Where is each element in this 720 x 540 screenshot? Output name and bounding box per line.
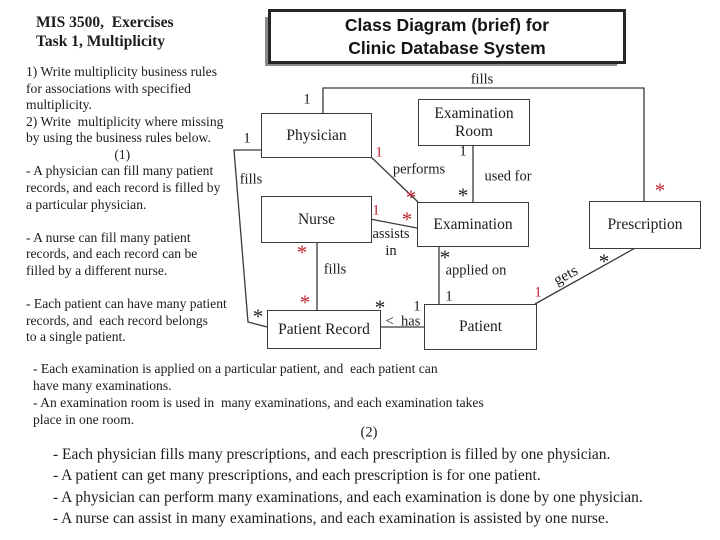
node-patient-record: Patient Record bbox=[267, 310, 381, 349]
mult-prescription-gets: * bbox=[598, 249, 610, 274]
edge-label-assists-in: assists in bbox=[372, 226, 410, 259]
mult-examroom-usedfor: 1 bbox=[459, 143, 467, 160]
edge-physician-examination-performs bbox=[369, 155, 419, 203]
mult-physician-performs: 1 bbox=[375, 144, 383, 161]
edge-label-applied-on: applied on bbox=[445, 262, 507, 279]
section-label-2: (2) bbox=[360, 424, 378, 441]
node-physician: Physician bbox=[261, 113, 372, 158]
slide-title-box: Class Diagram (brief) for Clinic Databas… bbox=[268, 9, 626, 64]
mult-nurse-fills: * bbox=[296, 240, 308, 265]
mult-patientrecord-has: * bbox=[374, 295, 386, 320]
edge-physician-prescription-fills bbox=[322, 87, 645, 201]
mid-rules-text: - Each examination is applied on a parti… bbox=[33, 361, 484, 427]
mult-prescription-fills-top: * bbox=[654, 178, 666, 203]
mult-patientrecord-fills-left: * bbox=[252, 304, 264, 329]
mult-patient-has: 1 bbox=[413, 298, 421, 315]
edge-prescription-patient-gets bbox=[534, 246, 638, 305]
mult-physician-fills-left: 1 bbox=[243, 130, 251, 147]
edge-label-used-for: used for bbox=[484, 168, 532, 185]
mult-physician-fills-top: 1 bbox=[303, 91, 311, 108]
edge-physician-patientrecord-fills bbox=[233, 149, 268, 328]
node-examination-room: Examination Room bbox=[418, 99, 530, 146]
bottom-rules-text: - Each physician fills many prescription… bbox=[53, 446, 643, 528]
mult-examination-assists: * bbox=[401, 207, 413, 232]
mult-patient-appliedon: 1 bbox=[445, 288, 453, 305]
edge-label-fills-top: fills bbox=[470, 71, 494, 88]
edge-label-fills-left: fills bbox=[239, 171, 263, 188]
mult-nurse-assists: 1 bbox=[372, 202, 380, 219]
page-title: MIS 3500, Exercises Task 1, Multiplicity bbox=[36, 14, 174, 51]
mult-patient-gets: 1 bbox=[534, 284, 542, 301]
mult-examination-usedfor: * bbox=[457, 183, 469, 208]
node-patient: Patient bbox=[424, 304, 537, 350]
node-nurse: Nurse bbox=[261, 196, 372, 243]
edge-label-fills-nurse: fills bbox=[323, 261, 347, 278]
left-instructions-text: 1) Write multiplicity business rules for… bbox=[26, 64, 227, 345]
edge-label-performs: performs bbox=[392, 161, 446, 178]
mult-examination-appliedon: * bbox=[439, 245, 451, 270]
edge-label-has: < has bbox=[385, 313, 421, 330]
mult-examination-performs: * bbox=[405, 185, 417, 210]
node-examination: Examination bbox=[417, 202, 529, 247]
mult-patientrecord-fills-nurse: * bbox=[299, 290, 311, 315]
edge-nurse-examination-assists bbox=[369, 218, 418, 229]
node-prescription: Prescription bbox=[589, 201, 701, 249]
